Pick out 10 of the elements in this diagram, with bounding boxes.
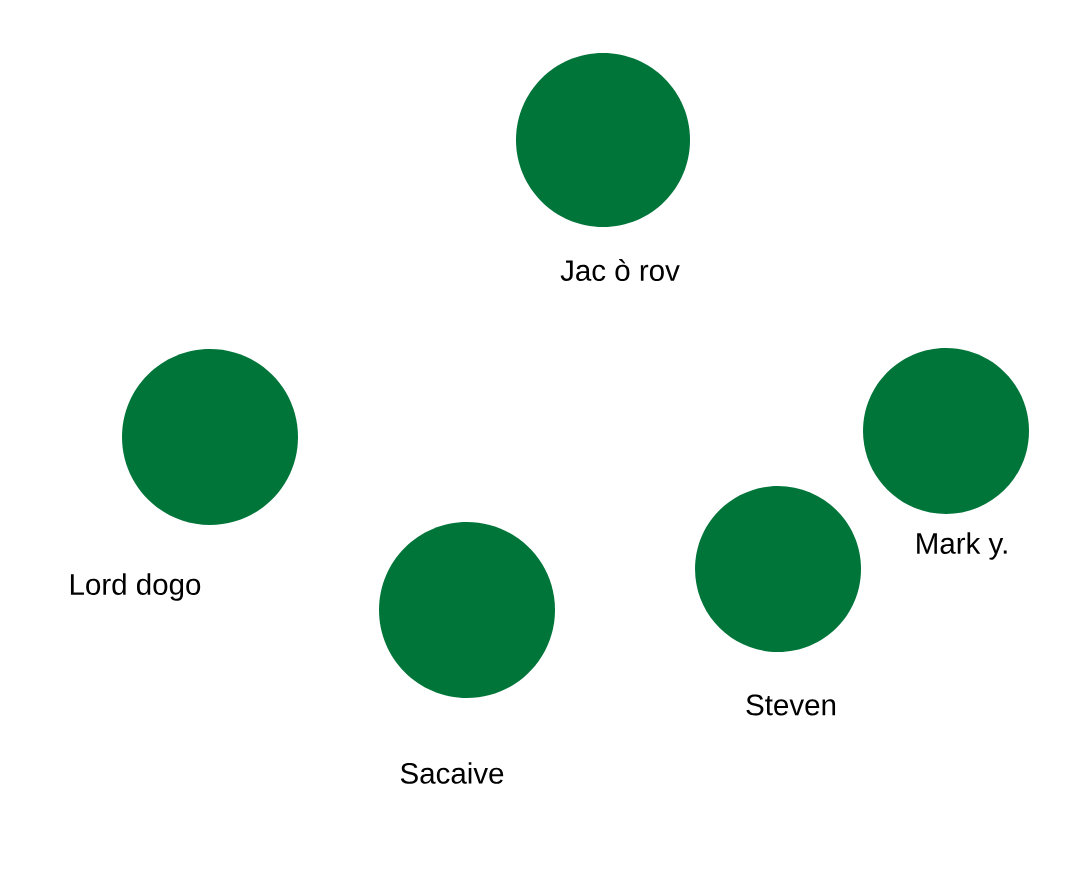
- name-label: Jac ò rov: [560, 259, 680, 281]
- name-label: Sacaive: [400, 762, 504, 784]
- circle: [516, 53, 690, 227]
- circle: [379, 522, 555, 698]
- name-label: Lord dogo: [70, 573, 201, 601]
- circle: [695, 486, 861, 652]
- circle: [122, 349, 298, 525]
- circle: [863, 348, 1029, 514]
- name-label: Mark y.: [917, 532, 1007, 560]
- name-label: Steven: [746, 694, 836, 716]
